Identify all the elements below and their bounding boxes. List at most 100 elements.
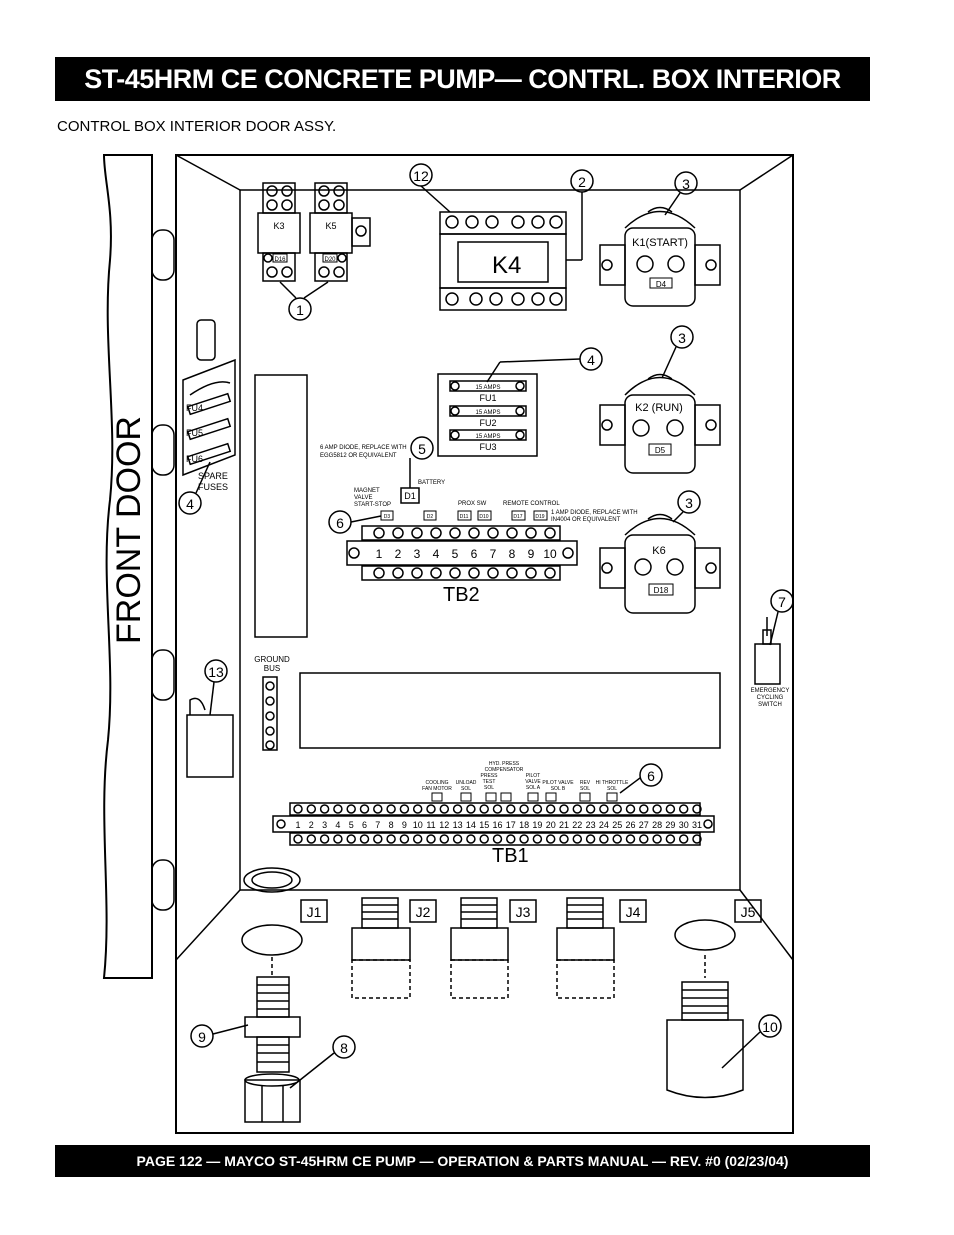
relay-k6: K6 D18 [599, 513, 721, 614]
tb1-screw-top [319, 804, 330, 814]
tb1-screw-bottom [572, 834, 583, 844]
callout-2: 2 [578, 174, 586, 190]
tb1-screw-top [692, 804, 702, 814]
callout-3-c: 3 [685, 495, 693, 511]
tb1-screw-top [545, 804, 556, 814]
fu2-label: FU2 [479, 418, 496, 428]
fu2-amps: 15 AMPS [475, 410, 500, 416]
tb1-terminal-number: 11 [426, 820, 435, 830]
tb1-screw-top [639, 804, 649, 814]
tb1-screw-bottom [585, 834, 596, 844]
hi-throttle-label-2: SOL [607, 786, 617, 792]
d17-label: D17 [513, 514, 522, 520]
tb1-terminal-number: 8 [389, 820, 394, 830]
pilot-b-label-2: SOL B [551, 786, 566, 792]
tb1-screw-bottom [412, 834, 423, 844]
tb1-terminal-number: 31 [692, 820, 702, 830]
tb1-terminal-number: 27 [639, 820, 649, 830]
tb2-screw-top [468, 527, 480, 539]
tb1-terminal-number: 13 [453, 820, 463, 830]
pilot-a-label-2: VALVE [525, 779, 541, 785]
tb1-terminal-number: 5 [349, 820, 354, 830]
battery-label: BATTERY [418, 480, 445, 486]
emergency-cycling-switch: EMERGENCY CYCLING SWITCH [751, 617, 790, 708]
d20-label: D20 [324, 257, 336, 263]
tb1-terminal-number: 24 [599, 820, 609, 830]
tb1-terminal-number: 20 [546, 820, 556, 830]
pilot-b-label: PILOT VALVE [542, 780, 574, 786]
j3-fitting [450, 897, 509, 999]
tb1-screw-top [652, 804, 662, 814]
tb2-label: TB2 [443, 584, 480, 606]
relay-k2: K2 (RUN) D5 [599, 373, 721, 474]
tb1-screw-bottom [519, 834, 529, 844]
tb1-terminal-number: 14 [466, 820, 476, 830]
tb2-screw-top [411, 527, 423, 539]
tb1-screw-bottom [333, 834, 343, 844]
d11-label: D11 [460, 514, 469, 520]
tb1-screw-top [306, 804, 317, 814]
tb1-screw-top [572, 804, 583, 814]
tb1-screw-top [678, 804, 689, 814]
tb1-screw-top [612, 804, 622, 814]
tb1-screw-bottom [612, 834, 622, 844]
tb1-screw-bottom [319, 834, 330, 844]
tb1-terminal-number: 29 [665, 820, 675, 830]
tb1-terminal-number: 30 [679, 820, 689, 830]
tb1-screw-bottom [466, 834, 476, 844]
note-6a-diode-2: EGG5812 OR EQUIVALENT [320, 453, 397, 459]
tb1-screw-bottom [399, 834, 410, 844]
diode-d1 [400, 487, 420, 504]
tb1-screw-top [665, 804, 676, 814]
tb1-terminal-number: 26 [625, 820, 635, 830]
magnet-label-3: START-STOP [354, 502, 391, 508]
cooling-label: COOLING [425, 780, 448, 786]
callout-4-a: 4 [587, 352, 595, 368]
fuse-block: 15 AMPS FU1 15 AMPS FU2 15 AMPS FU3 [437, 373, 538, 457]
tb1-screw-bottom [359, 834, 370, 844]
d10-label: D10 [479, 514, 488, 520]
jack-j1: J1 [307, 904, 322, 920]
tb1-terminal-number: 6 [362, 820, 367, 830]
tb1-screw-bottom [452, 834, 463, 844]
callout-7: 7 [778, 594, 786, 610]
tb1-screw-top [466, 804, 476, 814]
tb1-screw-top [386, 804, 396, 814]
tb2-screw-bottom [430, 567, 442, 579]
rev-label-2: SOL [580, 786, 590, 792]
tb1-terminal-number: 3 [322, 820, 327, 830]
spare-fuses-label: SPARE [198, 471, 228, 481]
tb2-terminal-number: 1 [376, 547, 383, 561]
tb1-terminal-number: 7 [375, 820, 380, 830]
tb2-terminal-number: 6 [471, 547, 478, 561]
prox-sw-label: PROX SW [458, 501, 487, 507]
unload-label-2: SOL [461, 786, 471, 792]
tb2-terminal-number: 7 [490, 547, 497, 561]
d19-label: D19 [535, 514, 544, 520]
rev-label: REV [580, 780, 591, 786]
tb2-notes: 6 AMP DIODE, REPLACE WITH EGG5812 OR EQU… [320, 445, 638, 523]
emergency-label: EMERGENCY [751, 688, 790, 694]
callout-8: 8 [340, 1040, 348, 1056]
spare-fuse-holder: FU4 FU5 FU6 SPARE FUSES [182, 319, 236, 492]
tb2-screw-bottom [373, 567, 385, 579]
hi-throttle-label: HI THROTTLE [596, 780, 629, 786]
ground-bus-label: GROUND [254, 655, 290, 664]
tb2-screw-bottom [468, 567, 480, 579]
tb2-screw-bottom [392, 567, 404, 579]
ground-bus-label-2: BUS [264, 664, 280, 673]
tb1-screw-bottom [386, 834, 396, 844]
callout-13: 13 [208, 664, 224, 680]
tb1-terminal-number: 10 [413, 820, 423, 830]
callout-12: 12 [413, 168, 429, 184]
note-1a-diode-2: IN4004 OR EQUIVALENT [551, 517, 621, 523]
tb1-screw-bottom [652, 834, 662, 844]
tb2-terminal-number: 8 [509, 547, 516, 561]
tb2-screw-bottom [544, 567, 556, 579]
tb1-screw-top [452, 804, 463, 814]
tb2-terminal-number: 10 [543, 547, 557, 561]
tb2-screw-top [487, 527, 499, 539]
tb1-terminal-number: 21 [559, 820, 569, 830]
